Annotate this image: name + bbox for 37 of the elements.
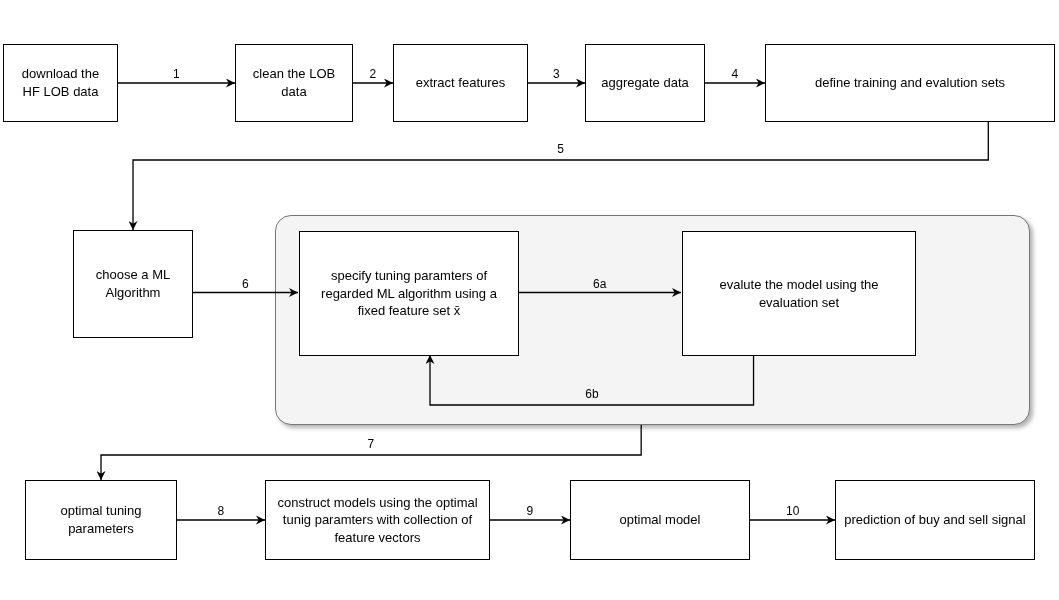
edge-label: 3 — [553, 67, 560, 81]
edge-label: 10 — [786, 504, 800, 518]
edge-label: 8 — [217, 504, 225, 518]
process-box: evalute the model using the evaluation set — [682, 231, 916, 356]
process-box: download the HF LOB data — [3, 44, 118, 122]
arrow — [489, 515, 571, 525]
arrow — [96, 424, 642, 481]
process-box: specify tuning paramters of regarded ML algorithm using a fixed feature set x̄ — [299, 231, 519, 356]
arrow — [517, 288, 682, 297]
edge-label: 6a — [593, 276, 607, 291]
edge-label: 4 — [731, 67, 739, 81]
process-box: optimal model — [570, 480, 750, 560]
process-box: optimal tuning parameters — [25, 480, 177, 560]
edge-label: 6b — [585, 387, 599, 401]
arrow — [176, 515, 266, 525]
process-box: aggregate data — [585, 44, 705, 122]
process-box: define training and evalution sets — [765, 44, 1055, 122]
arrow — [527, 78, 586, 88]
process-box: extract features — [393, 44, 528, 122]
arrow — [352, 78, 394, 88]
edge-label: 7 — [367, 437, 375, 451]
process-box: choose a ML Algorithm — [73, 230, 193, 338]
arrow — [749, 515, 836, 525]
container-box — [275, 215, 1030, 425]
arrow — [117, 78, 236, 88]
process-box: clean the LOB data — [235, 44, 353, 122]
arrow — [425, 354, 755, 406]
arrow — [128, 121, 989, 231]
edge-label: 9 — [526, 504, 534, 518]
edge-label: 2 — [369, 67, 377, 81]
edge-label: 1 — [173, 67, 180, 81]
edge-label: 6 — [242, 276, 249, 291]
arrow — [704, 78, 766, 88]
process-box: construct models using the optimal tunig paramters with collection of feature vectors — [265, 480, 490, 560]
process-box: prediction of buy and sell signal — [835, 480, 1035, 560]
edge-label: 5 — [557, 142, 564, 156]
arrow — [192, 288, 299, 297]
